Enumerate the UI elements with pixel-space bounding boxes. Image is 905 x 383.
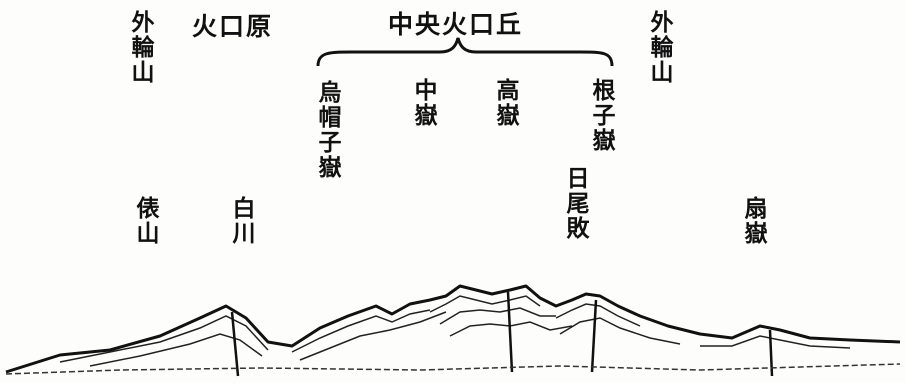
strata-hatching [59, 295, 851, 367]
feeder-lines [230, 291, 774, 377]
caldera-floor-label: 火口原 [192, 12, 274, 41]
shirakawa-label: 白川 [228, 196, 255, 246]
outer-somma-left-label: 外輪山 [127, 10, 154, 85]
central-cone-brace [316, 37, 614, 67]
neko-peak-label: 根子嶽 [588, 78, 615, 153]
eboshi-peak-label: 烏帽子嶽 [314, 80, 341, 180]
hinoo-label: 日尾敗 [562, 166, 589, 241]
outer-somma-right-label: 外輪山 [646, 10, 673, 85]
taka-peak-label: 高嶽 [492, 78, 519, 128]
volcano-profile-outline [5, 284, 901, 374]
central-cone-group-label: 中央火口丘 [388, 10, 524, 39]
tawarayama-label: 俵山 [132, 196, 159, 246]
naka-peak-label: 中嶽 [410, 78, 437, 128]
ground-baseline [5, 363, 901, 375]
ogi-peak-label: 扇嶽 [740, 196, 767, 246]
